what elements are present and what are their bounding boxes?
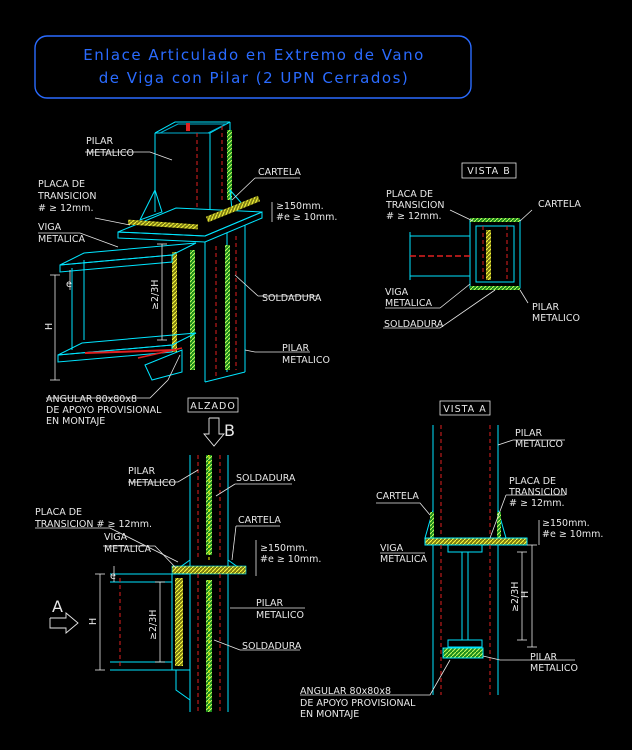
title-line-2: de Viga con Pilar (2 UPN Cerrados) <box>99 69 409 87</box>
vista-a-placa-label-3: # ≥ 12mm. <box>509 498 565 509</box>
vista-a-dim-e10: #e ≥ 10mm. <box>542 529 603 540</box>
title-frame <box>34 35 472 99</box>
alzado-dim-150: ≥150mm. <box>260 543 308 554</box>
iso-cartela-label: CARTELA <box>258 167 301 178</box>
alzado-h23-label: ≥2/3H <box>148 610 159 640</box>
vista-a-pilar-bottom-label-1: PILAR <box>530 652 558 663</box>
alzado-viga-label-1: VIGA <box>104 532 128 543</box>
alzado-header-box <box>187 397 239 413</box>
iso-pilar-bottom-label-1: PILAR <box>282 343 310 354</box>
alzado-dim-e10: #e ≥ 10mm. <box>260 554 321 565</box>
arrow-b-label: B <box>224 421 235 440</box>
iso-dim-150: ≥150mm. <box>276 201 324 212</box>
alzado-pilar-right-label-2: METALICO <box>256 610 304 621</box>
arrow-a-label: A <box>52 597 63 616</box>
vista-b-header: VISTA B <box>467 166 510 177</box>
vista-b-header-box <box>461 162 517 179</box>
alzado-pilar-label-2: METALICO <box>128 478 176 489</box>
iso-angular-label-1: ANGULAR 80x80x8 <box>46 394 137 405</box>
vista-a-h-label: H <box>520 591 531 598</box>
vista-b-soldadura-label: SOLDADURA <box>384 319 444 330</box>
arrow-a-icon <box>49 612 79 634</box>
iso-placa-label-1: PLACA DE <box>38 179 85 190</box>
iso-e-label: e <box>66 279 72 290</box>
iso-pilar-bottom-label-2: METALICO <box>282 355 330 366</box>
arrow-b-icon <box>203 417 225 447</box>
iso-pilar-label-1: PILAR <box>86 136 114 147</box>
vista-a-view: VISTA A <box>300 400 603 720</box>
iso-placa-label-3: # ≥ 12mm. <box>38 203 94 214</box>
vista-b-placa-label-3: # ≥ 12mm. <box>386 211 442 222</box>
alzado-cartela-label: CARTELA <box>238 515 281 526</box>
vista-a-header: VISTA A <box>443 404 486 415</box>
iso-pilar-label-2: METALICO <box>86 148 134 159</box>
alzado-soldadura-top-label: SOLDADURA <box>236 473 296 484</box>
vista-a-cartela-label: CARTELA <box>376 491 419 502</box>
iso-soldadura-label: SOLDADURA <box>262 293 322 304</box>
iso-placa-label-2: TRANSICION <box>37 191 96 202</box>
alzado-view: ALZADO B <box>34 397 321 712</box>
vista-b-viga-label-1: VIGA <box>385 287 409 298</box>
alzado-pilar-right-label-1: PILAR <box>256 598 284 609</box>
title-line-1: Enlace Articulado en Extremo de Vano <box>83 46 425 64</box>
vista-b-pilar-label-1: PILAR <box>532 302 560 313</box>
vista-a-viga-label-2: METALICA <box>380 554 427 565</box>
vista-a-angular-label-3: EN MONTAJE <box>300 709 359 720</box>
vista-b-placa-label-2: TRANSICION <box>385 200 444 211</box>
vista-a-viga-label-1: VIGA <box>380 543 404 554</box>
iso-h-label: H <box>44 323 55 330</box>
iso-viga-label-1: VIGA <box>38 222 62 233</box>
alzado-pilar-label-1: PILAR <box>128 466 156 477</box>
vista-a-angular-label-2: DE APOYO PROVISIONAL <box>300 698 416 709</box>
vista-a-pilar-label-2: METALICO <box>515 439 563 450</box>
isometric-view: PILAR METALICO CARTELA PLACA DE TRANSICI… <box>37 121 337 427</box>
vista-a-placa-label-1: PLACA DE <box>509 476 556 487</box>
vista-b-viga-label-2: METALICA <box>385 298 432 309</box>
iso-dim-e10: #e ≥ 10mm. <box>276 212 337 223</box>
vista-a-angular-label-1: ANGULAR 80x80x8 <box>300 686 391 697</box>
vista-b-cartela-label: CARTELA <box>538 199 581 210</box>
iso-angular-label-3: EN MONTAJE <box>46 416 105 427</box>
vista-b-placa-label-1: PLACA DE <box>386 189 433 200</box>
alzado-soldadura-bottom-label: SOLDADURA <box>242 641 302 652</box>
vista-b-view: VISTA B PLACA DE TRANSICION # ≥ 12mm. CA… <box>383 162 581 330</box>
alzado-header: ALZADO <box>190 401 236 412</box>
alzado-placa-label-2: TRANSICION # ≥ 12mm. <box>34 519 152 530</box>
iso-angular-label-2: DE APOYO PROVISIONAL <box>46 405 162 416</box>
vista-a-header-box <box>439 400 491 416</box>
vista-b-pilar-label-2: METALICO <box>532 313 580 324</box>
vista-a-pilar-bottom-label-2: METALICO <box>530 663 578 674</box>
alzado-h-label: H <box>88 618 99 625</box>
vista-a-pilar-label-1: PILAR <box>515 428 543 439</box>
alzado-e-label: e <box>110 571 116 582</box>
iso-h23-label: ≥2/3H <box>150 280 161 310</box>
iso-viga-label-2: METALICA <box>38 234 85 245</box>
vista-a-h23-label: ≥2/3H <box>510 582 521 612</box>
vista-a-dim-150: ≥150mm. <box>542 518 590 529</box>
title-block: Enlace Articulado en Extremo de Vano de … <box>34 35 472 99</box>
alzado-placa-label-1: PLACA DE <box>35 507 82 518</box>
vista-a-placa-label-2: TRANSICION <box>508 487 567 498</box>
alzado-viga-label-2: METALICA <box>104 544 151 555</box>
